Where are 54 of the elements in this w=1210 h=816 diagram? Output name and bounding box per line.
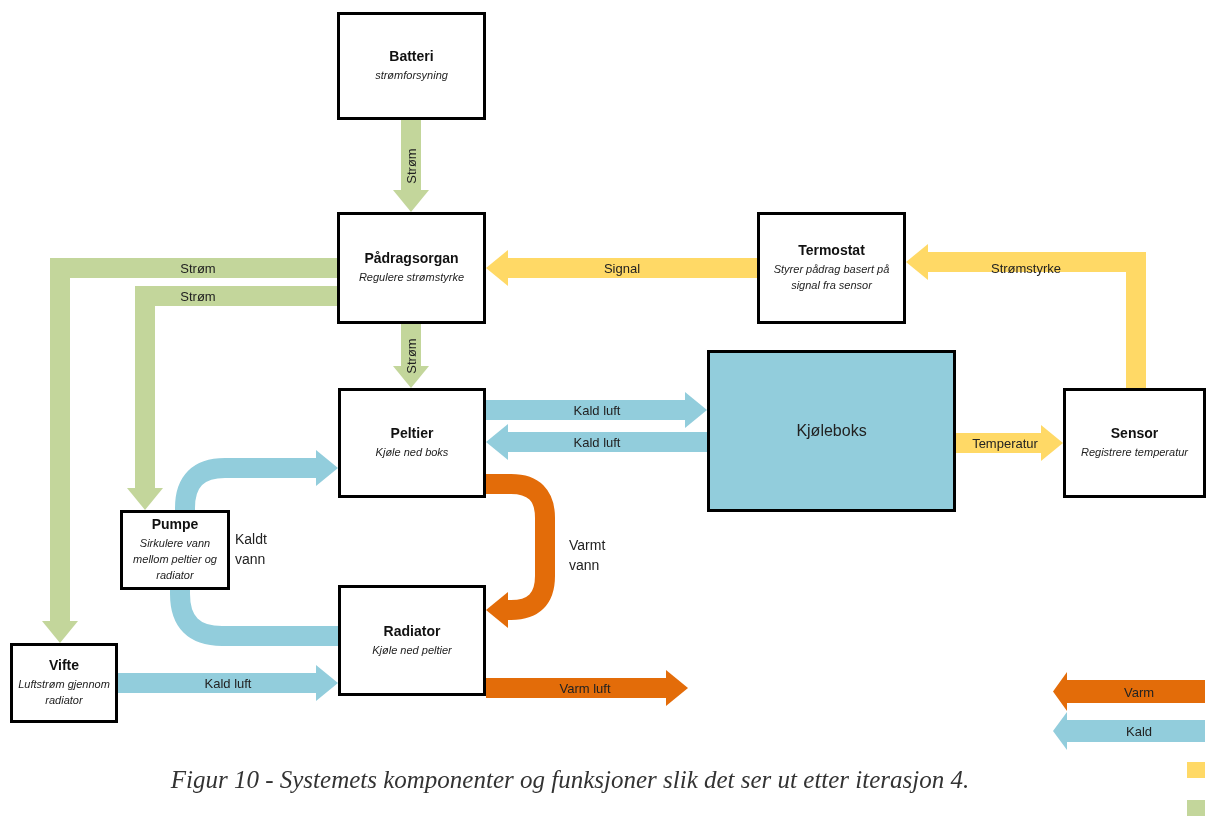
node-title: Batteri (389, 48, 434, 65)
node-title: Pumpe (151, 516, 199, 533)
node-title: Termostat (798, 242, 865, 259)
process-box (707, 350, 956, 512)
caption: Figur 10 - Systemets komponenter og funksjoner slik det ser ut etter iterasjon 4. (169, 766, 971, 794)
node-title: Pådragsorgan (364, 250, 459, 267)
flow-arrow (486, 424, 707, 460)
node-description: strømforsyning (375, 68, 448, 84)
node-description: Sirkulere vann mellom peltier og radiator (132, 536, 218, 583)
flow-arrow (118, 665, 338, 701)
process-box (10, 643, 118, 723)
process-box (338, 388, 486, 498)
flow-arrow (906, 244, 1146, 388)
process-box (337, 12, 486, 120)
flow-arrow (486, 250, 757, 286)
legend-label: Varm (1123, 685, 1155, 698)
process-box (338, 585, 486, 696)
edge-label: Strøm (404, 148, 418, 184)
node-title: Kjøleboks (796, 422, 867, 440)
node-title: Vifte (48, 657, 80, 674)
edge-label: Kald luft (204, 676, 252, 690)
node-description: Registrere temperatur (1081, 445, 1188, 461)
edge-label: Temperatur (972, 436, 1038, 450)
node-title: Radiator (383, 622, 441, 639)
node-description: Kjøle ned peltier (372, 642, 452, 658)
process-box (757, 212, 906, 324)
edge-label: Kald luft (573, 435, 621, 449)
process-box (337, 212, 486, 324)
node-description: Styrer pådrag basert på signal fra sensor (772, 262, 891, 293)
node-description: Regulere strømstyrke (358, 270, 465, 286)
flow-arrow (486, 474, 555, 628)
edge-label: Varm luft (559, 681, 611, 695)
node-title: Sensor (1110, 425, 1159, 442)
flow-arrow (393, 324, 429, 388)
flow-arrow (486, 670, 688, 706)
node-description: Kjøle ned boks (375, 445, 449, 461)
flow-arrow (127, 286, 337, 510)
node-description: Luftstrøm gjennom radiator (17, 677, 111, 708)
edge-label: Kald luft (573, 403, 621, 417)
edge-label: Strømstyrke (990, 261, 1062, 275)
edge-label: Signal (603, 261, 641, 275)
edge-label: Strøm (180, 289, 216, 303)
node-title: Peltier (390, 425, 434, 442)
edge-label: Strøm (180, 261, 216, 275)
flow-arrow (956, 425, 1063, 461)
flow-arrow (486, 392, 707, 428)
process-box (1063, 388, 1206, 498)
flow-arrow (42, 258, 337, 643)
legend-label: Kald (1126, 724, 1152, 738)
edge-label: Varmt vann (569, 536, 607, 575)
edge-label: Strøm (404, 338, 418, 374)
edge-label: Kaldt vann (235, 530, 268, 569)
flow-arrow (393, 120, 429, 212)
process-box (120, 510, 230, 590)
